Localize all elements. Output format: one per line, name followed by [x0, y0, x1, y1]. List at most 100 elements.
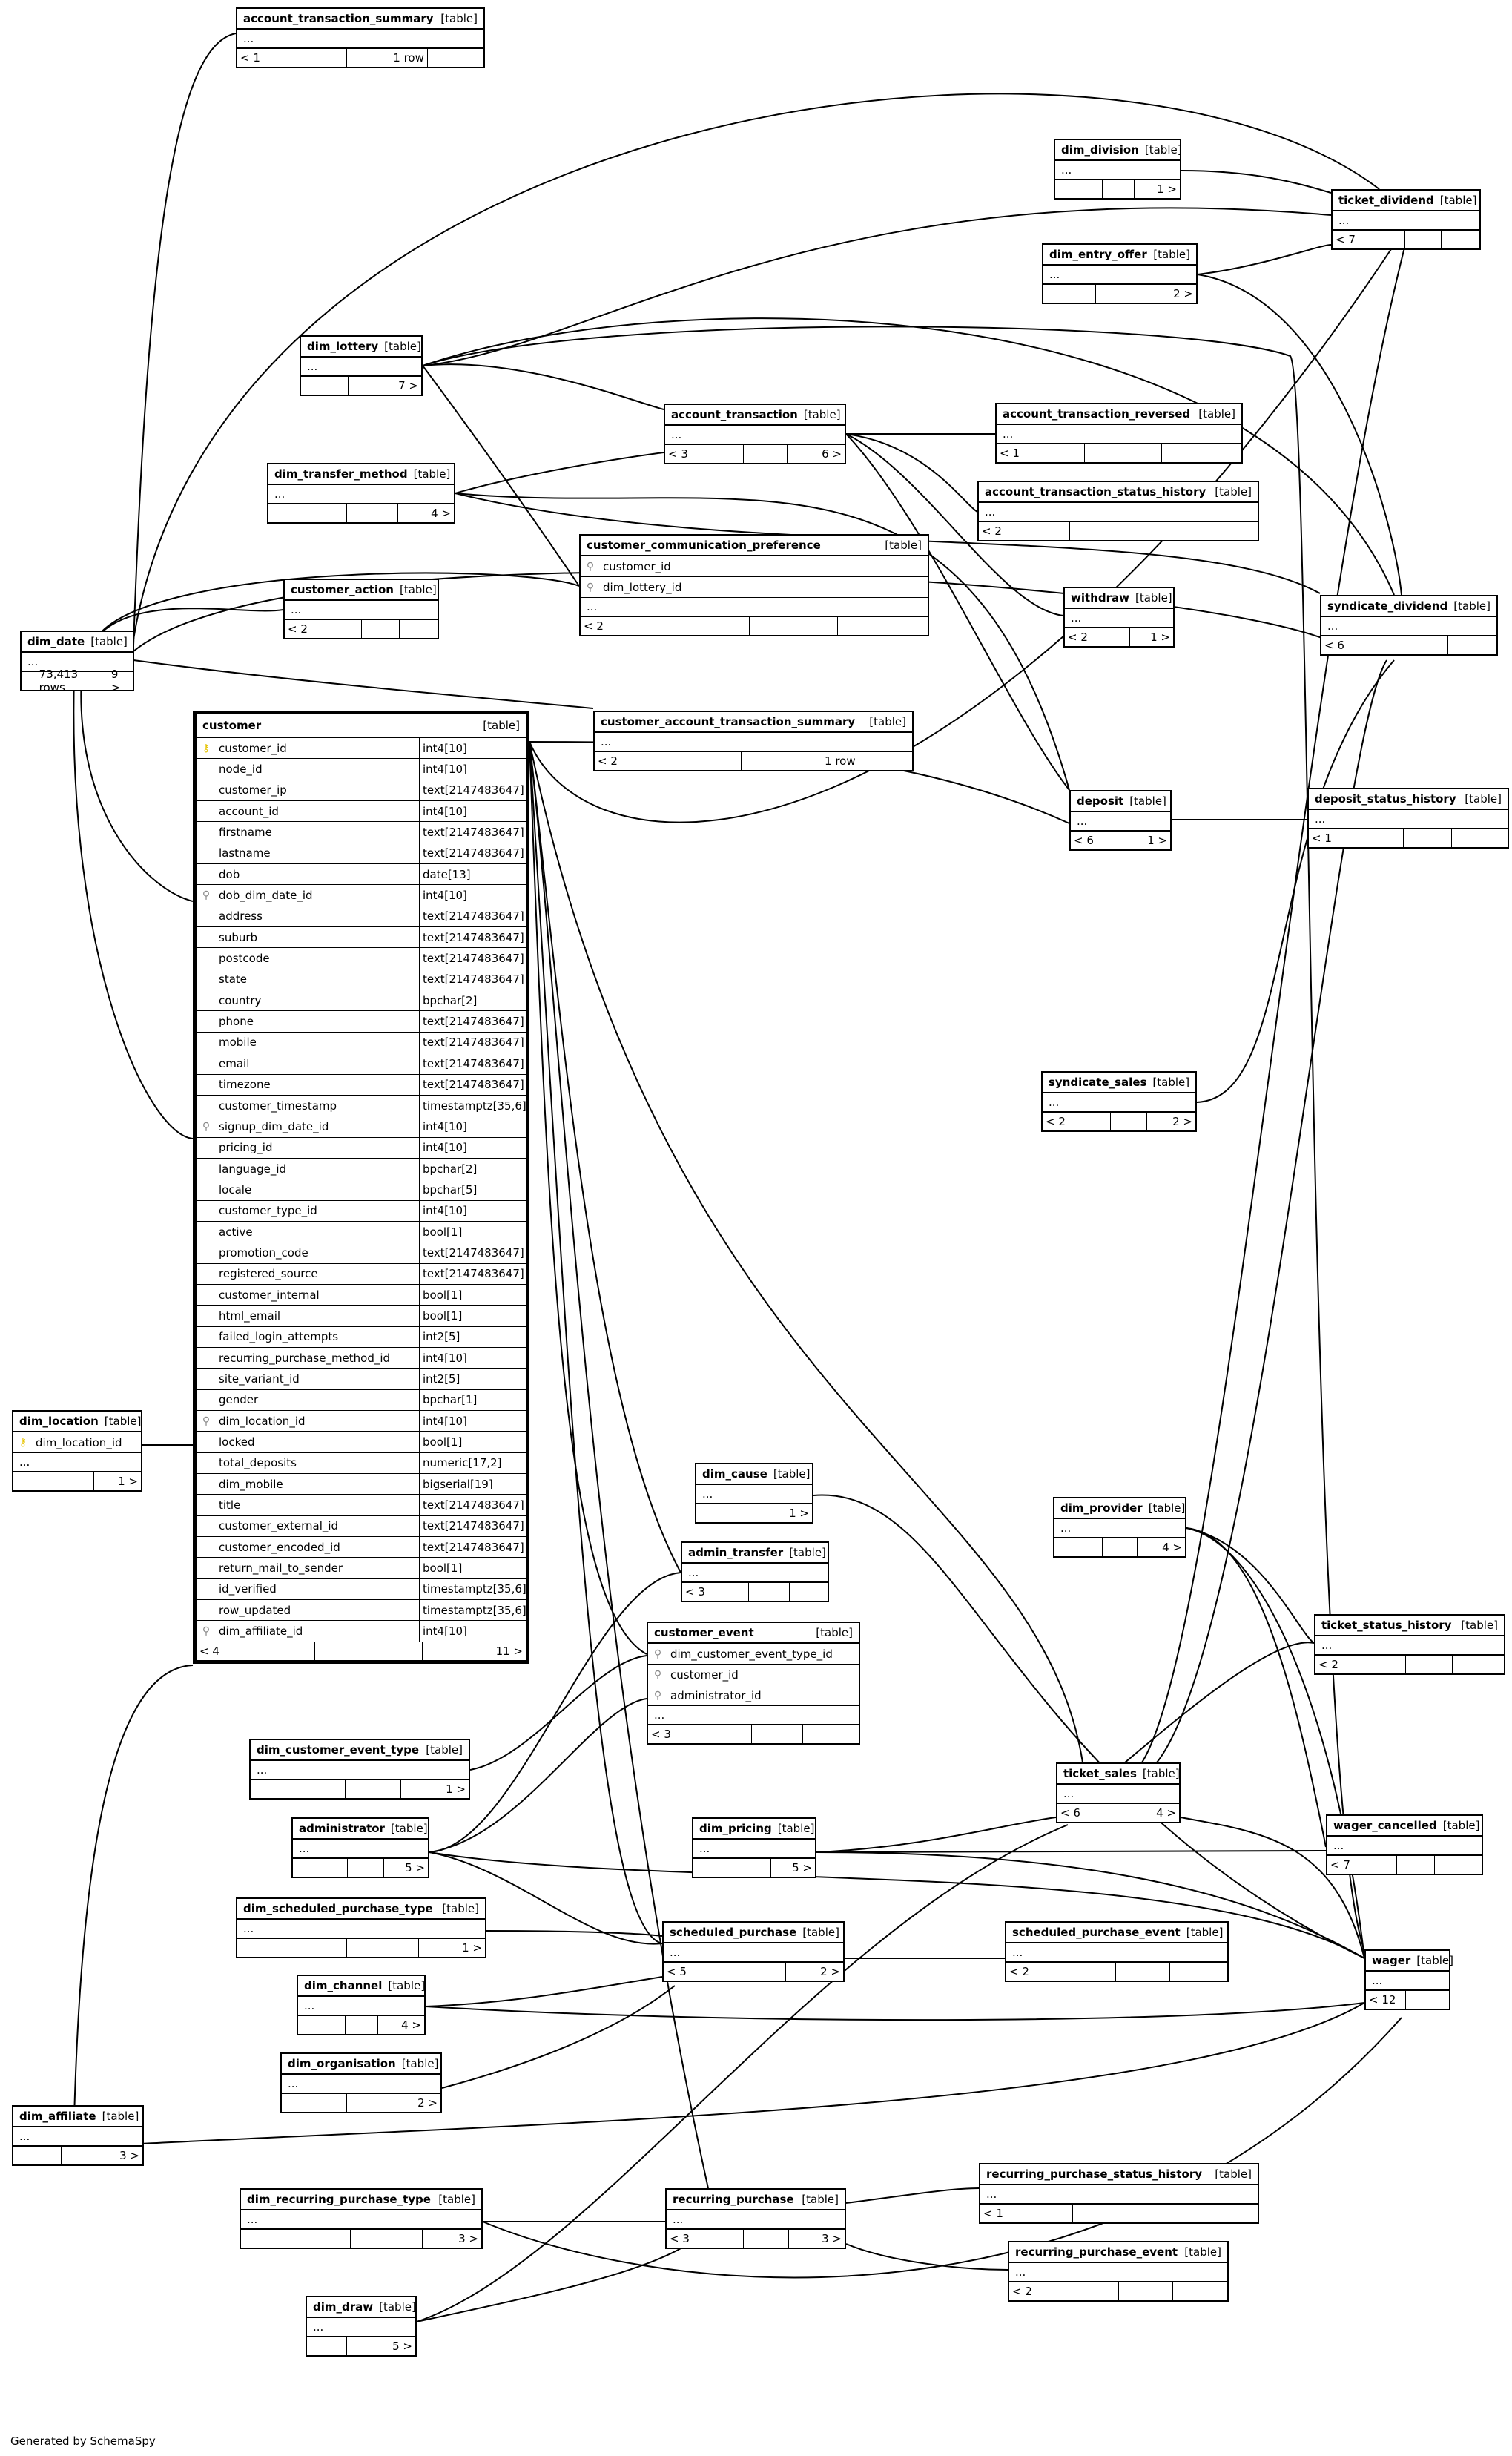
table-account-transaction-summary[interactable]: account_transaction_summary[table]...< 1…: [236, 7, 485, 68]
table-name[interactable]: customer_communication_preference: [587, 539, 821, 552]
table-name[interactable]: recurring_purchase: [673, 2193, 794, 2206]
table-name[interactable]: syndicate_sales: [1049, 1076, 1147, 1089]
table-header[interactable]: scheduled_purchase[table]: [664, 1923, 843, 1943]
table-name[interactable]: account_transaction_status_history: [985, 485, 1206, 498]
table-dim-cause[interactable]: dim_cause[table]...1 >: [695, 1463, 813, 1524]
table-scheduled-purchase-event[interactable]: scheduled_purchase_event[table]...< 2: [1005, 1921, 1229, 1982]
table-name[interactable]: scheduled_purchase_event: [1012, 1926, 1181, 1939]
table-customer-communication-preference[interactable]: customer_communication_preference[table]…: [579, 534, 929, 636]
table-header[interactable]: recurring_purchase[table]: [667, 2190, 845, 2210]
table-header[interactable]: deposit[table]: [1071, 791, 1170, 812]
table-name[interactable]: dim_date: [27, 635, 85, 648]
table-customer-action[interactable]: customer_action[table]...< 2: [283, 579, 439, 639]
table-name[interactable]: dim_transfer_method: [274, 467, 408, 481]
table-header[interactable]: dim_recurring_purchase_type[table]: [241, 2190, 481, 2210]
table-deposit-status-history[interactable]: deposit_status_history[table]...< 1: [1307, 788, 1509, 849]
table-header[interactable]: dim_entry_offer[table]: [1043, 245, 1196, 266]
table-dim-lottery[interactable]: dim_lottery[table]...7 >: [300, 335, 423, 396]
table-header[interactable]: dim_location[table]: [13, 1412, 141, 1432]
table-header[interactable]: dim_date[table]: [22, 632, 133, 653]
table-syndicate-dividend[interactable]: syndicate_dividend[table]...< 6: [1320, 595, 1498, 656]
table-header[interactable]: customer[table]: [197, 714, 526, 738]
table-name[interactable]: customer_action: [291, 583, 394, 596]
table-name[interactable]: dim_lottery: [307, 340, 379, 353]
column-row[interactable]: ⚷dim_location_id: [13, 1432, 141, 1453]
table-customer-event[interactable]: customer_event[table]⚲dim_customer_event…: [647, 1622, 860, 1745]
table-header[interactable]: customer_communication_preference[table]: [581, 536, 928, 556]
table-name[interactable]: dim_channel: [304, 1979, 383, 1992]
table-ticket-dividend[interactable]: ticket_dividend[table]...< 7: [1331, 189, 1481, 250]
table-wager[interactable]: wager[table]...< 12: [1364, 1949, 1453, 2010]
table-account-transaction-status-history[interactable]: account_transaction_status_history[table…: [977, 481, 1259, 541]
table-name[interactable]: account_transaction: [671, 408, 798, 421]
table-dim-organisation[interactable]: dim_organisation[table]...2 >: [280, 2052, 442, 2113]
table-name[interactable]: administrator: [299, 1822, 385, 1835]
table-name[interactable]: wager: [1372, 1954, 1411, 1967]
table-header[interactable]: dim_scheduled_purchase_type[table]: [237, 1899, 485, 1920]
table-name[interactable]: customer_event: [654, 1626, 754, 1639]
column-row[interactable]: ⚲dim_lottery_id: [581, 577, 928, 598]
table-name[interactable]: deposit_status_history: [1315, 792, 1456, 806]
table-header[interactable]: syndicate_dividend[table]: [1321, 596, 1496, 617]
table-header[interactable]: account_transaction_reversed[table]: [997, 404, 1241, 425]
table-wager-cancelled[interactable]: wager_cancelled[table]...< 7: [1326, 1814, 1483, 1875]
table-header[interactable]: administrator[table]: [293, 1819, 428, 1840]
table-header[interactable]: dim_affiliate[table]: [13, 2107, 142, 2127]
column-row[interactable]: ⚲customer_id: [581, 556, 928, 577]
table-name[interactable]: dim_division: [1061, 143, 1139, 157]
table-header[interactable]: syndicate_sales[table]: [1043, 1073, 1195, 1093]
table-dim-location[interactable]: dim_location[table]⚷dim_location_id...1 …: [12, 1410, 142, 1492]
table-name[interactable]: account_transaction_reversed: [1003, 407, 1191, 421]
table-name[interactable]: withdraw: [1071, 591, 1129, 605]
table-name[interactable]: deposit: [1077, 794, 1124, 808]
table-header[interactable]: withdraw[table]: [1065, 588, 1173, 609]
table-header[interactable]: recurring_purchase_status_history[table]: [980, 2164, 1258, 2185]
table-name[interactable]: dim_location: [19, 1415, 99, 1428]
table-name[interactable]: admin_transfer: [688, 1546, 784, 1559]
table-name[interactable]: ticket_status_history: [1321, 1619, 1452, 1632]
column-row[interactable]: ⚲administrator_id: [648, 1685, 859, 1706]
table-header[interactable]: dim_lottery[table]: [301, 337, 421, 358]
table-header[interactable]: dim_organisation[table]: [282, 2054, 440, 2075]
table-name[interactable]: syndicate_dividend: [1327, 599, 1448, 613]
table-ticket-status-history[interactable]: ticket_status_history[table]...< 2: [1314, 1614, 1505, 1675]
table-name[interactable]: dim_draw: [313, 2300, 374, 2314]
table-account-transaction-reversed[interactable]: account_transaction_reversed[table]...< …: [995, 403, 1243, 464]
table-header[interactable]: dim_provider[table]: [1054, 1498, 1185, 1519]
table-name[interactable]: scheduled_purchase: [670, 1926, 797, 1939]
column-row[interactable]: ⚲customer_id: [648, 1665, 859, 1685]
table-header[interactable]: ticket_sales[table]: [1057, 1764, 1180, 1785]
table-name[interactable]: ticket_sales: [1063, 1767, 1137, 1780]
